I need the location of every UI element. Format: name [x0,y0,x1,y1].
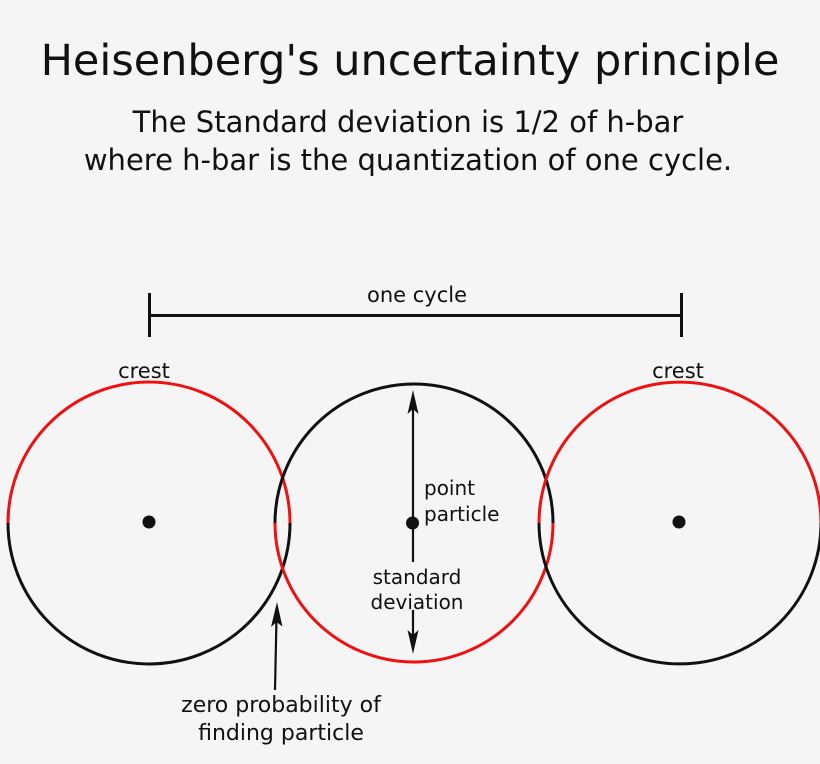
left-circle-center-dot [142,515,156,529]
standard-deviation-label-line-1: standard [373,565,462,589]
zero-probability-label-line-2: finding particle [198,721,364,746]
middle-trough-circle [273,382,555,664]
zero-probability-label-line-1: zero probability of [181,693,382,718]
zero-probability-arrow-head [271,602,283,627]
right-circle-bottom-arc [537,522,820,666]
down-arrow-head [407,630,419,654]
zero-probability-arrow [271,602,283,691]
zero-probability-arrow-shaft [273,617,278,691]
middle-circle-top-arc [273,382,555,524]
point-particle-label-line-2: particle [424,502,499,526]
standard-deviation-label-line-2: deviation [371,590,464,614]
subtitle-line-2: where h-bar is the quantization of one c… [84,143,732,177]
up-arrow-head [407,390,419,414]
right-circle-center-dot [672,515,686,529]
one-cycle-bracket [148,293,683,337]
right-circle-top-arc [537,380,820,524]
crest-label-right: crest [652,359,704,383]
one-cycle-label: one cycle [367,283,467,307]
crest-label-left: crest [118,359,170,383]
middle-circle-center-dot [406,516,419,530]
page-title: Heisenberg's uncertainty principle [41,36,780,86]
middle-circle-bottom-arc [273,522,555,664]
left-circle-top-arc [6,380,292,524]
left-circle-bottom-arc [6,522,292,666]
left-crest-circle [6,380,292,666]
right-crest-circle [537,380,820,666]
point-particle-label-line-1: point [424,476,475,500]
subtitle-line-1: The Standard deviation is 1/2 of h-bar [132,105,684,139]
standard-deviation-arrows [406,390,419,654]
standard-deviation-label-backdrop [366,562,468,610]
